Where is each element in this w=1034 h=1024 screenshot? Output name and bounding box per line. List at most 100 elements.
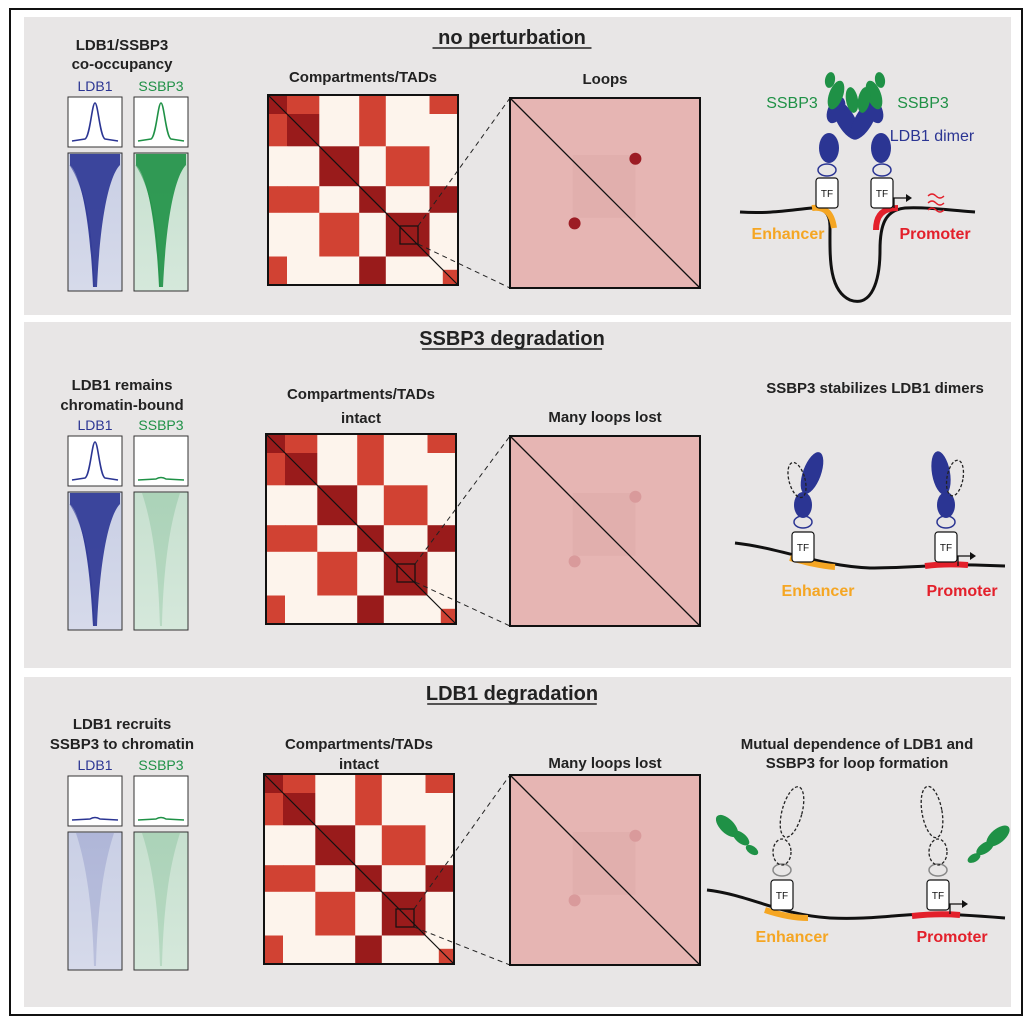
ldb1-track: LDB1 (67, 757, 123, 971)
matrix-block (425, 865, 455, 893)
matrix-block (359, 146, 387, 187)
ldb1-heatmap-edge (69, 164, 95, 288)
matrix-block (287, 95, 320, 115)
matrix-block (283, 825, 316, 866)
ldb1-lim-loop (872, 163, 892, 177)
ssbp3-heatmap-faint (142, 493, 180, 626)
ldb1-heatmap-signal (70, 154, 120, 287)
compartments-title: Compartments/TADs (289, 69, 437, 86)
ssbp3-free (976, 840, 994, 856)
ssbp3-subunit (874, 72, 886, 88)
ssbp3-subunit (827, 80, 845, 110)
tf-box: TF (791, 531, 815, 563)
zoom-connector (417, 243, 511, 289)
ldb1-degraded (928, 838, 948, 866)
compartments-title: intact (339, 756, 379, 773)
matrix-diagonal (263, 773, 455, 965)
tf-label: TF (876, 189, 888, 200)
matrix-block (268, 256, 288, 286)
loop-dot (629, 490, 642, 503)
tf-box: TF (870, 177, 894, 209)
transcription-arrowhead (906, 194, 912, 202)
occupancy-title: co-occupancy (72, 56, 174, 73)
compartments-title: Compartments/TADs (285, 736, 433, 753)
loops-title: Many loops lost (548, 755, 661, 772)
ldb1-profile-flat (71, 816, 119, 821)
tf-rect (791, 531, 815, 563)
matrix-block (287, 186, 320, 214)
matrix-block (359, 256, 387, 286)
tf-label: TF (797, 543, 809, 554)
compartments-title: Compartments/TADs (287, 386, 435, 403)
matrix-block (357, 595, 385, 625)
matrix-block (357, 453, 385, 486)
matrix-block (283, 774, 316, 794)
enhancer-segment (764, 907, 809, 921)
ssbp3-profile-flat (137, 816, 185, 821)
matrix-block (357, 485, 385, 526)
panel-title: SSBP3 degradation (419, 328, 605, 350)
ldb1-missing-partner (945, 459, 965, 497)
ldb1-subunit (871, 133, 891, 163)
matrix-block (359, 114, 387, 147)
ldb1-heatmap-box (67, 831, 123, 971)
enhancer-label: Enhancer (756, 929, 829, 946)
ssbp3-free (967, 853, 981, 863)
matrix-block (287, 146, 320, 187)
zoom-window (395, 908, 415, 928)
matrix-block (427, 453, 457, 486)
ldb1-subunit (794, 492, 812, 518)
matrix-block (266, 525, 286, 553)
ldb1-profile-box (67, 96, 123, 148)
ssbp3-profile-peak (137, 102, 185, 142)
compartments-title: intact (341, 410, 381, 427)
model-title: Mutual dependence of LDB1 and (741, 736, 974, 753)
tf-rect (934, 531, 958, 563)
matrix-block (383, 595, 428, 625)
dna-linear (706, 888, 1006, 920)
ldb1-missing-partner (787, 461, 807, 499)
matrix-block (315, 865, 356, 893)
enhancer-label: Enhancer (752, 226, 825, 243)
matrix-block (429, 95, 459, 115)
matrix-block (355, 793, 383, 826)
zoom-diagonal (509, 774, 701, 966)
matrix-block (425, 825, 455, 866)
tf-rect (770, 879, 794, 911)
matrix-block (317, 551, 358, 596)
ssbp3-subunit (824, 72, 836, 88)
ldb1-label: LDB1 (77, 78, 112, 94)
matrix-block (429, 212, 459, 257)
zoom-window (399, 225, 419, 245)
transcription-arrowhead (962, 900, 968, 908)
matrix-block (355, 774, 383, 794)
matrix-block (283, 865, 316, 893)
occupancy-title: LDB1 remains (72, 377, 173, 394)
zoom-subdomain (572, 832, 636, 895)
ldb1-dimer-label: LDB1 dimer (890, 128, 975, 145)
matrix-block (266, 485, 286, 526)
tf-rect (926, 879, 950, 911)
matrix-block (266, 453, 286, 486)
matrix-block (264, 825, 284, 866)
tf-box: TF (815, 177, 839, 209)
ldb1-lim-loop-ghost (928, 863, 948, 877)
zoom-diagonal (509, 435, 701, 627)
matrix-block (319, 186, 360, 214)
loop-dot (629, 829, 642, 842)
promoter-label: Promoter (916, 929, 987, 946)
matrix-block (315, 774, 356, 794)
loop-zoom (399, 97, 701, 289)
matrix-block (287, 212, 320, 257)
ldb1-dimerization (800, 452, 824, 494)
matrix-block (385, 114, 430, 147)
tf-rect (815, 177, 839, 209)
occupancy-title: chromatin-bound (60, 397, 183, 414)
tf-label: TF (932, 891, 944, 902)
promoter-segment (924, 561, 969, 569)
zoom-window (396, 563, 416, 583)
ldb1-profile-box (67, 775, 123, 827)
